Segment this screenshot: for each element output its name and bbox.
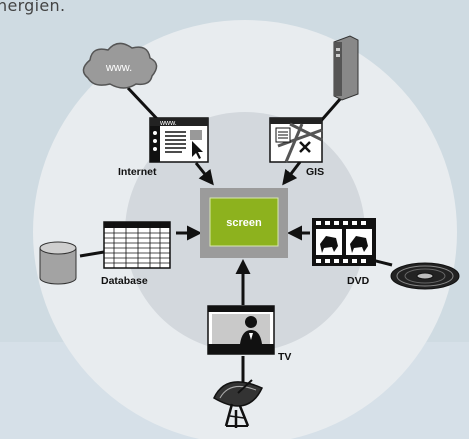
line-db-grid — [79, 250, 105, 258]
gis-label: GIS — [306, 166, 324, 178]
database-cylinder-icon — [39, 241, 77, 285]
server-icon — [333, 35, 359, 101]
screen-label: screen — [226, 217, 262, 229]
dvd-disc-icon — [390, 262, 460, 290]
arrow-gis-screen — [282, 161, 302, 186]
cloud-icon: www. — [82, 42, 158, 89]
internet-label: Internet — [118, 166, 157, 178]
satellite-dish-icon — [213, 379, 264, 428]
screen-display — [209, 197, 279, 247]
arrow-internet-screen — [194, 162, 214, 186]
screen-node: screen — [200, 188, 288, 258]
database-label: Database — [101, 275, 148, 287]
tv-icon — [207, 305, 275, 355]
connection-lines — [79, 86, 393, 384]
database-table-icon — [103, 221, 171, 269]
dvd-label: DVD — [347, 275, 370, 287]
internet-window-icon: www. — [149, 117, 209, 163]
gis-map-icon — [269, 117, 323, 163]
cloud-label: www. — [105, 62, 132, 74]
line-cloud-internet — [126, 86, 162, 124]
tv-label: TV — [278, 351, 291, 363]
dvd-film-strip-icon — [312, 218, 376, 266]
intro-text-fragment: nergien. — [0, 0, 66, 15]
internet-window-url: www. — [159, 120, 177, 127]
